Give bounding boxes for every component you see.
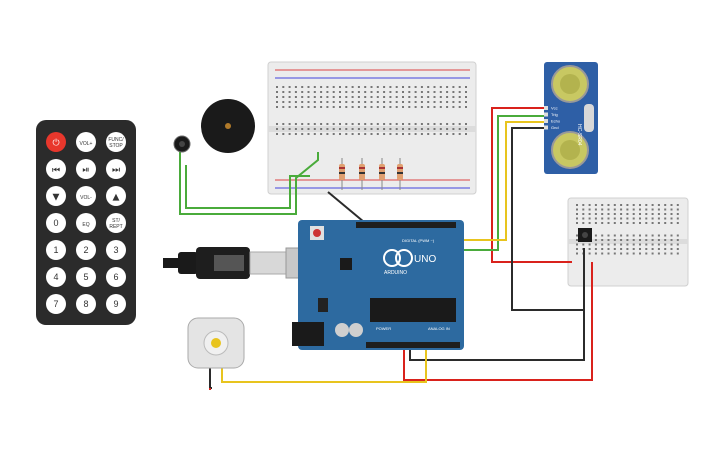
vibration-motor[interactable] <box>173 135 191 153</box>
ultrasonic-pin-trig[interactable] <box>544 112 548 117</box>
ultrasonic-pin-vcc[interactable] <box>544 106 548 110</box>
resistor-1 <box>339 158 345 190</box>
ultrasonic-model-text: HC-SR04 <box>576 124 582 146</box>
wire-black-motor <box>209 368 212 389</box>
wire-green-piezo-2 <box>185 165 310 209</box>
power-icon: ⏻ <box>52 138 59 149</box>
remote-button-4[interactable]: 4 <box>46 267 66 287</box>
wire-green-trig <box>456 115 544 251</box>
remote-button-2[interactable]: 2 <box>76 240 96 260</box>
wire-black-gnd <box>511 127 585 311</box>
breadboard-large[interactable] <box>267 61 477 195</box>
arduino-digital-label: DIGITAL (PWM ~) <box>402 238 435 243</box>
remote-button-label: 0 <box>53 218 58 228</box>
remote-button-vol-[interactable]: VOL+ <box>76 132 96 152</box>
remote-button-up[interactable]: ▲ <box>106 186 126 206</box>
breadboard-small[interactable] <box>567 197 689 287</box>
wire-black-power <box>409 310 585 361</box>
remote-button-power[interactable]: ⏻ <box>46 132 66 152</box>
wires <box>179 107 593 390</box>
wire-red-power <box>403 262 593 381</box>
wire-black-bb-arduino <box>327 191 365 223</box>
remote-button-play-pause[interactable]: ⏯ <box>76 159 96 179</box>
remote-button-label: VOL- <box>80 195 92 201</box>
resistor-2 <box>359 158 365 190</box>
rewind-icon: ⏮ <box>52 166 60 176</box>
remote-button-label: 1 <box>53 245 58 255</box>
ultrasonic-pin-label: Echo <box>551 119 561 124</box>
ultrasonic-pin-label: Vcc <box>551 106 558 111</box>
down-icon: ▼ <box>53 193 60 203</box>
arduino-model-text: UNO <box>414 254 436 265</box>
pushbutton[interactable] <box>578 228 592 242</box>
remote-button-label: VOL+ <box>80 141 93 147</box>
remote-button-label: 3 <box>113 245 118 255</box>
remote-button-6[interactable]: 6 <box>106 267 126 287</box>
arduino-logo-text: ARDUINO <box>384 270 407 276</box>
remote-button-1[interactable]: 1 <box>46 240 66 260</box>
resistor-3 <box>379 158 385 190</box>
remote-button-fast-forward[interactable]: ⏭ <box>106 159 126 179</box>
remote-button-label: ST/ <box>112 218 120 224</box>
wire-yellow-motor <box>221 346 427 383</box>
remote-button-func-stop[interactable]: FUNC/STOP <box>106 132 126 152</box>
remote-button-rewind[interactable]: ⏮ <box>46 159 66 179</box>
remote-button-8[interactable]: 8 <box>76 294 96 314</box>
remote-button-label: 7 <box>53 299 58 309</box>
remote-button-label: STOP <box>109 143 123 149</box>
remote-button-label: 2 <box>83 245 88 255</box>
remote-button-label: EQ <box>82 222 89 228</box>
arduino-analog-label: ANALOG IN <box>428 326 450 331</box>
fast-forward-icon: ⏭ <box>112 166 120 176</box>
play-pause-icon: ⏯ <box>82 166 89 176</box>
remote-button-label: 9 <box>113 299 118 309</box>
remote-button-label: 8 <box>83 299 88 309</box>
remote-button-label: 6 <box>113 272 118 282</box>
remote-button-0[interactable]: 0 <box>46 213 66 233</box>
arduino-power-label: POWER <box>376 326 391 331</box>
wire-green-piezo-1 <box>179 150 319 215</box>
remote-button-3[interactable]: 3 <box>106 240 126 260</box>
wire-red-vcc <box>491 107 572 263</box>
remote-button-9[interactable]: 9 <box>106 294 126 314</box>
remote-button-st-rept[interactable]: ST/REPT <box>106 213 126 233</box>
ultrasonic-pin-gnd[interactable] <box>544 125 548 130</box>
ultrasonic-pin-label: Gnd <box>551 125 559 130</box>
remote-button-down[interactable]: ▼ <box>46 186 66 206</box>
ultrasonic-pin-echo[interactable] <box>544 119 548 123</box>
remote-button-5[interactable]: 5 <box>76 267 96 287</box>
dc-motor[interactable] <box>187 317 245 369</box>
remote-button-label: FUNC/ <box>108 137 124 143</box>
arduino-uno[interactable]: ARDUINO UNO DIGITAL (PWM ~) POWER ANALOG… <box>292 220 464 350</box>
ultrasonic-pin-label: Trig <box>551 112 558 117</box>
piezo-buzzer[interactable] <box>201 99 255 153</box>
remote-button-eq[interactable]: EQ <box>76 213 96 233</box>
up-icon: ▲ <box>113 193 120 203</box>
resistor-4 <box>397 158 403 190</box>
remote-button-vol-[interactable]: VOL- <box>76 186 96 206</box>
remote-button-label: 5 <box>83 272 88 282</box>
remote-button-label: REPT <box>109 224 122 230</box>
resistors[interactable] <box>339 158 403 190</box>
remote-button-label: 4 <box>53 272 58 282</box>
remote-button-7[interactable]: 7 <box>46 294 66 314</box>
ir-remote[interactable]: ⏻ VOL+ FUNC/STOP ⏮ ⏯ ⏭ ▼ VOL- ▲ 0 EQ ST/REPT 1 2 3 4 5 6 7… <box>36 120 136 325</box>
